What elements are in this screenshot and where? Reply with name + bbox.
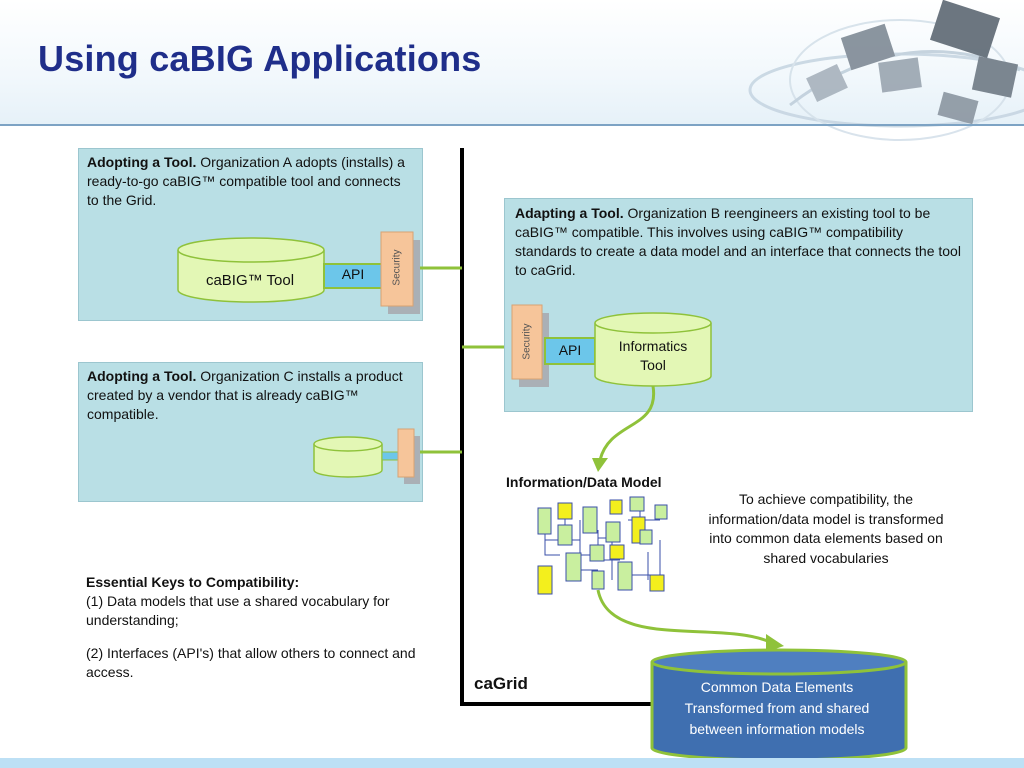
- informatics-tool-label-line1: Informatics: [618, 338, 688, 354]
- keys-item-1: (1) Data models that use a shared vocabu…: [86, 593, 390, 628]
- panel-a-text: Organization A adopts (installs) a ready…: [87, 154, 405, 208]
- panel-b-text: Organization B reengineers an existing t…: [515, 205, 961, 278]
- keys-item-2: (2) Interfaces (API's) that allow others…: [86, 645, 416, 680]
- slide-title: Using caBIG Applications: [38, 38, 482, 79]
- header-rule: [0, 124, 1024, 126]
- cde-line-3: between information models: [689, 721, 865, 737]
- panel-c-text: Organization C installs a product create…: [87, 368, 403, 422]
- panel-adapting-tool-b: Adapting a Tool. Organization B reengine…: [504, 198, 973, 412]
- footer-bar: [0, 758, 1024, 768]
- arrow-model-to-cde: [596, 589, 771, 644]
- data-model-title: Information/Data Model: [506, 474, 662, 490]
- vendor-tool-cylinder: [313, 436, 383, 478]
- keys-heading: Essential Keys to Compatibility:: [86, 574, 300, 590]
- essential-keys: Essential Keys to Compatibility: (1) Dat…: [86, 573, 416, 682]
- data-model-description: To achieve compatibility, the informatio…: [708, 491, 944, 566]
- api-box-c: [381, 451, 399, 461]
- data-model-nodes: [537, 496, 668, 595]
- api-box-a: [323, 263, 383, 289]
- panel-b-heading: Adapting a Tool.: [515, 205, 624, 221]
- panel-a-heading: Adopting a Tool.: [87, 154, 197, 170]
- cde-line-1: Common Data Elements: [700, 679, 854, 695]
- security-box-b: [511, 304, 543, 380]
- cde-line-2: Transformed from and shared: [684, 700, 870, 716]
- cde-label: Common Data Elements Transformed from an…: [660, 677, 894, 740]
- cabig-tool-label: caBIG™ Tool: [205, 272, 295, 289]
- security-label-b: Security: [521, 323, 533, 360]
- cde-cylinder: [650, 648, 908, 762]
- informatics-tool-cylinder: [594, 312, 712, 387]
- api-label-a: API: [341, 266, 365, 282]
- cagrid-label: caGrid: [474, 674, 528, 693]
- panel-adopting-tool-a: Adopting a Tool. Organization A adopts (…: [78, 148, 423, 321]
- arrow-tool-to-model: [598, 385, 656, 461]
- cabig-tool-cylinder: [177, 237, 325, 303]
- security-box-a: [380, 231, 414, 307]
- api-label-b: API: [558, 342, 582, 358]
- security-label-a: Security: [391, 249, 403, 286]
- informatics-tool-label-line2: Tool: [640, 357, 666, 373]
- arrowhead-model-to-cde: [766, 634, 784, 652]
- security-box-c: [397, 428, 415, 478]
- arrowhead-tool-to-model: [592, 458, 608, 472]
- panel-adopting-tool-c: Adopting a Tool. Organization C installs…: [78, 362, 423, 502]
- panel-c-heading: Adopting a Tool.: [87, 368, 197, 384]
- api-box-b: [544, 337, 596, 365]
- globe-decoration: [748, 0, 1024, 141]
